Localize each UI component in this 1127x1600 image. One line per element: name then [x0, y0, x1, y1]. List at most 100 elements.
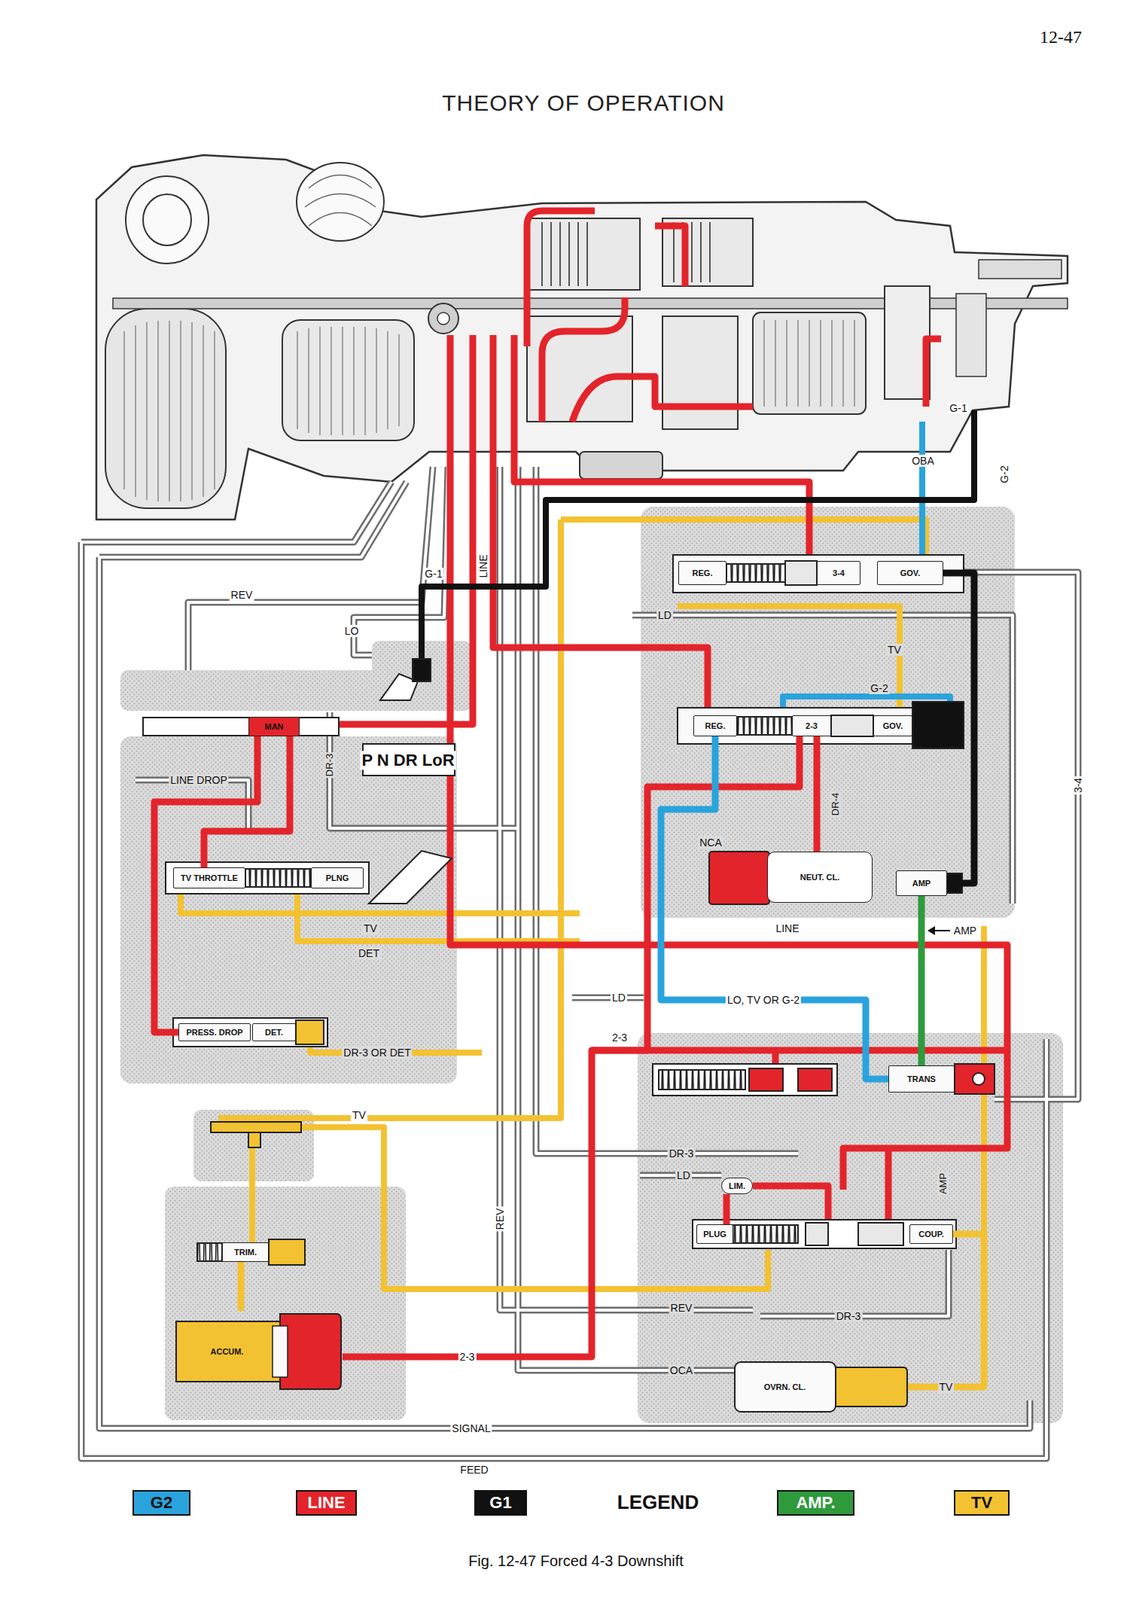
transmission-cutaway [124, 320, 215, 502]
valve-bore [732, 1224, 799, 1243]
valve-bore [831, 715, 874, 737]
overrun-clutch [734, 1361, 908, 1413]
valve-label: GOV. [883, 721, 904, 731]
legend-text: TV [971, 1492, 993, 1513]
valve-label: REG. [705, 721, 726, 731]
passage-label: NCA [697, 836, 724, 849]
valve-bore [143, 717, 339, 736]
valve-body-panel [120, 736, 457, 1084]
passage-label: LO [343, 624, 361, 637]
passage-label: LEGEND [615, 1491, 701, 1514]
valve-label: AMP [912, 878, 931, 888]
valve-bore [245, 868, 311, 887]
passage-label: FEED [458, 1463, 490, 1476]
valve-bore [972, 1072, 985, 1085]
legend-text: G1 [489, 1492, 512, 1513]
valve-bore [912, 701, 964, 749]
passage-label: LD [610, 991, 628, 1004]
tv-passage [301, 1127, 768, 1289]
passage-label: REV [229, 588, 255, 601]
valve-bore [858, 1222, 904, 1246]
accumulator [176, 1321, 281, 1382]
g2-passage [919, 421, 926, 561]
line-passage [450, 335, 1008, 1190]
accumulator [174, 1310, 343, 1392]
legend-swatch: G2 [132, 1489, 191, 1516]
exhaust-passage [353, 466, 448, 655]
passage-label: REV [669, 1301, 695, 1314]
passage-label: LD [656, 609, 674, 622]
transmission-cutaway [956, 293, 987, 377]
fluid-passage [907, 1233, 984, 1387]
transmission-cutaway [673, 222, 710, 283]
valve-label: TRIM. [234, 1247, 257, 1257]
tv-throttle-valve: TV THROTTLE [173, 867, 246, 889]
valve-label: NEUT. CL. [800, 872, 841, 882]
tv-passage [560, 519, 926, 555]
valve-bore [692, 1219, 957, 1249]
valve-bore [368, 850, 452, 904]
valve-label: TRANS [907, 1074, 936, 1084]
transmission-cutaway [125, 176, 209, 264]
passage-label: G-2 [998, 463, 1011, 485]
valve-bore [268, 1239, 305, 1265]
governor-plug: GOV. [877, 560, 944, 585]
legend-swatch: AMP. [776, 1489, 855, 1516]
transmission-cutaway [526, 218, 640, 290]
valve-bore [954, 1063, 995, 1094]
valve-bore [805, 1222, 829, 1246]
transmission-cutaway [526, 210, 942, 422]
exhaust-passage [188, 466, 433, 671]
transmission-cutaway [96, 155, 1068, 520]
valve-bore [658, 1069, 746, 1090]
transmission-cutaway [764, 319, 855, 407]
coupling-valve: COUP. [909, 1224, 954, 1244]
legend-text: AMP. [795, 1492, 835, 1513]
passage-label: AMP [938, 1171, 950, 1196]
transmission-cutaway [105, 308, 226, 509]
pointer-arrow [927, 925, 936, 936]
passage-label: G-1 [947, 402, 969, 415]
line-passage [514, 335, 810, 555]
passage-label: SIGNAL [450, 1422, 492, 1435]
valve-label: 3-4 [832, 568, 845, 578]
valve-label: COUP. [918, 1229, 944, 1239]
legend-swatch: TV [953, 1489, 1010, 1516]
valve-label: 2-3 [805, 721, 818, 731]
valve-label: ACCUM. [210, 1346, 244, 1356]
governor-plug: GOV. [873, 715, 913, 737]
transmission-cutaway [662, 316, 738, 430]
exhaust-passage [81, 466, 1079, 1459]
regulator-plug: REG. [693, 715, 738, 737]
transmission-cutaway [296, 162, 384, 241]
figure-caption: Fig. 12-47 Forced 4-3 Downshift [466, 1552, 686, 1570]
valve-label: DET. [264, 1027, 284, 1037]
transmission-cutaway [978, 259, 1062, 279]
transition-valve: TRANS [888, 1065, 955, 1093]
legend-text: G2 [150, 1492, 173, 1513]
line-passage [338, 335, 473, 725]
exhaust-passage [963, 572, 1079, 1100]
exhaust-passage [632, 615, 1013, 904]
transmission-cutaway [542, 222, 588, 287]
exhaust-passage [760, 1249, 949, 1316]
valve-bore [295, 1020, 324, 1045]
passage-label: AMP [952, 924, 978, 937]
exhaust-passage [81, 481, 392, 543]
line-passage [493, 335, 708, 708]
valve-bore [749, 1068, 783, 1091]
valve-label: GOV. [900, 568, 921, 578]
line-passage [338, 335, 1008, 1220]
passage-label: LD [675, 1169, 692, 1182]
valve-bore [652, 1063, 838, 1096]
limit-valve: LIM. [721, 1177, 753, 1195]
overrun-clutch: OVRN. CL. [734, 1361, 908, 1413]
exhaust-passage [572, 994, 644, 1002]
exhaust-passage [99, 481, 407, 558]
plunger: PLNG [310, 867, 364, 889]
transmission-cutaway [304, 175, 376, 227]
overrun-clutch [734, 1361, 836, 1412]
valve-label: PLUG [703, 1229, 727, 1239]
passage-label: LINE DROP [168, 773, 229, 786]
